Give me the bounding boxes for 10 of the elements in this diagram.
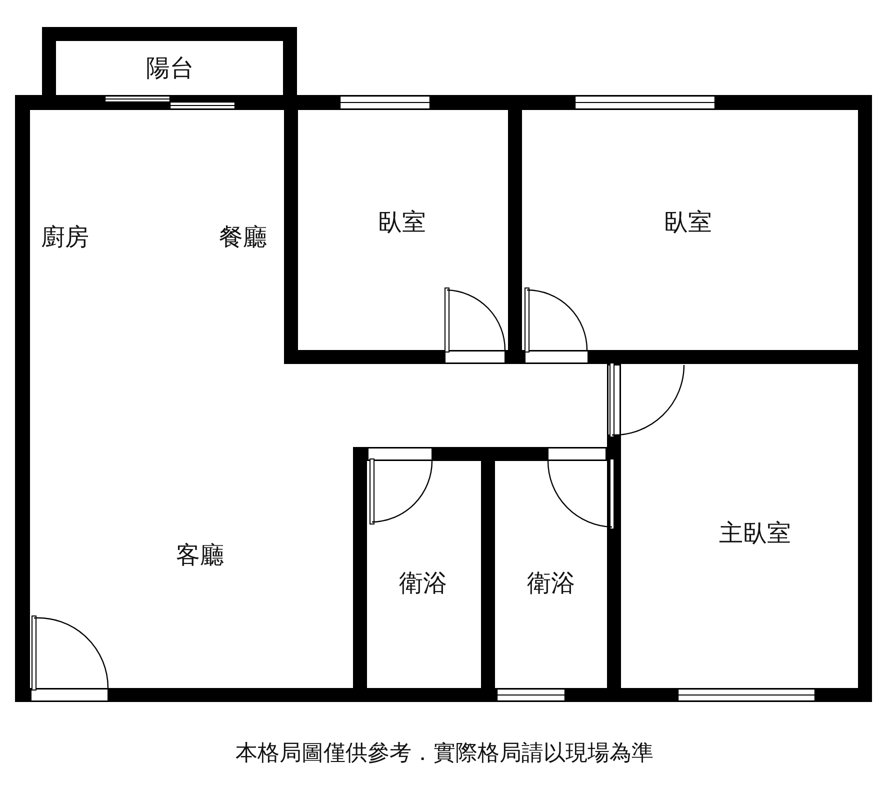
room-label: 臥室	[664, 210, 712, 234]
room-label: 餐廳	[219, 225, 267, 249]
room-label: 主臥室	[719, 521, 791, 545]
room-label: 廚房	[41, 225, 89, 249]
room-label: 客廳	[176, 543, 224, 567]
caption: 本格局圖僅供參考．實際格局請以現場為準	[236, 741, 654, 766]
room-label: 衛浴	[527, 571, 575, 595]
room-label: 衛浴	[399, 571, 447, 595]
room-label: 陽台	[146, 56, 194, 80]
room-label: 臥室	[378, 210, 426, 234]
